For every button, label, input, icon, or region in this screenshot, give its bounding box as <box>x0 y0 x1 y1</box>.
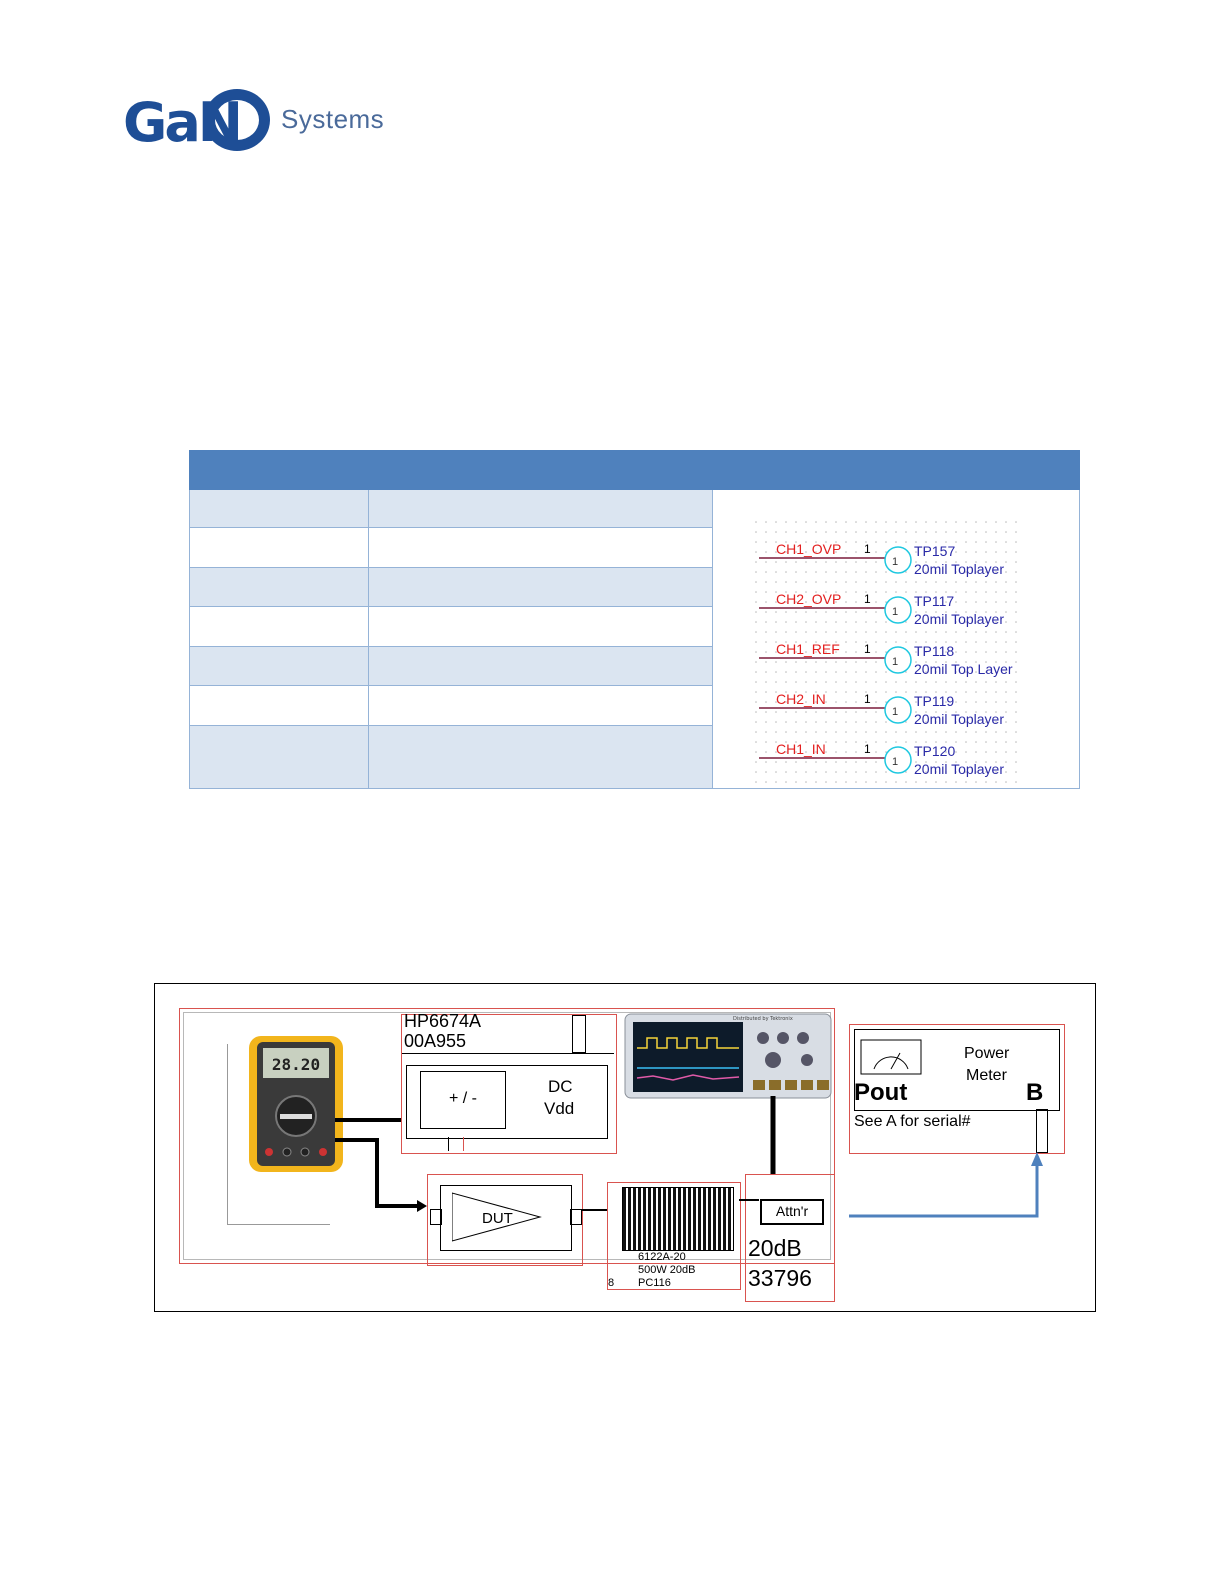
bench-frame <box>179 1008 835 1264</box>
test-point-pad <box>884 646 912 674</box>
test-point-tp118: CH1_REF 1 1 TP118 20mil Top Layer <box>759 641 1013 677</box>
supply-polarity: + / - <box>448 1090 477 1107</box>
row-label <box>190 647 369 685</box>
pad-node: 1 <box>892 606 898 618</box>
table-row <box>190 490 713 528</box>
test-point-designator: TP120 <box>914 743 955 759</box>
test-point-pad-spec: 20mil Toplayer <box>914 561 1004 577</box>
test-point-tp117: CH2_OVP 1 1 TP117 20mil Toplayer <box>759 591 1004 627</box>
test-setup-diagram: 28.20 HP6674A 00A955 + / - DC Vdd Distri… <box>154 983 1096 1312</box>
attenuator-serial: 33796 <box>748 1265 812 1291</box>
test-point-pad <box>884 746 912 774</box>
wiring <box>335 1096 1043 1218</box>
row-description <box>369 607 712 646</box>
net-label: CH1_OVP <box>776 541 841 557</box>
row-description <box>369 490 712 527</box>
net-label: CH2_IN <box>776 691 826 707</box>
dut-block: DUT <box>427 1174 583 1266</box>
pad-node: 1 <box>892 656 898 668</box>
test-point-designator: TP117 <box>914 593 954 609</box>
company-logo: GaN <box>121 86 391 156</box>
row-label <box>190 726 369 788</box>
heatsink-graphic <box>622 1187 734 1251</box>
row-description <box>369 568 712 606</box>
net-label: CH1_IN <box>776 741 826 757</box>
test-point-pad <box>884 596 912 624</box>
table-row <box>190 607 713 647</box>
row-description <box>369 647 712 685</box>
row-label <box>190 686 369 725</box>
load-pin: 8 <box>608 1277 615 1289</box>
logo-brand-text: GaN <box>123 91 240 154</box>
load-id: PC116 <box>638 1277 671 1289</box>
row-label <box>190 490 369 527</box>
pin-number: 1 <box>864 692 871 706</box>
row-label <box>190 528 369 567</box>
attenuator-value: 20dB <box>748 1235 802 1261</box>
supply-vdd-label: Vdd <box>544 1099 575 1118</box>
amplifier-icon: DUT <box>452 1192 542 1242</box>
dut-label: DUT <box>482 1210 513 1227</box>
test-point-tp157: CH1_OVP 1 1 TP157 20mil Toplayer <box>759 541 1004 577</box>
test-point-pad <box>884 696 912 724</box>
test-point-pad-spec: 20mil Toplayer <box>914 761 1004 777</box>
test-point-pad <box>884 546 912 574</box>
power-load: 6122A-20 500W 20dB PC116 8 <box>607 1182 741 1290</box>
oscilloscope-icon: Distributed by Tektronix <box>624 1013 832 1099</box>
pin-number: 1 <box>864 592 871 606</box>
table-row <box>190 647 713 686</box>
pin-number: 1 <box>864 542 871 556</box>
meter-serial-note: See A for serial# <box>854 1113 971 1130</box>
table-row <box>190 528 713 568</box>
meter-channel: B <box>1026 1079 1044 1106</box>
test-point-designator: TP119 <box>914 693 954 709</box>
test-point-designator: TP118 <box>914 643 954 659</box>
pad-node: 1 <box>892 556 898 568</box>
row-description <box>369 528 712 567</box>
multimeter-reading: 28.20 <box>272 1055 320 1074</box>
row-description <box>369 726 712 788</box>
net-label: CH2_OVP <box>776 591 841 607</box>
gauge-icon <box>860 1039 922 1075</box>
table-row <box>190 568 713 607</box>
table-row <box>190 726 713 788</box>
meter-title-1: Power <box>964 1045 1010 1062</box>
row-label <box>190 568 369 606</box>
table-row <box>190 686 713 726</box>
attenuator: Attn'r 20dB 33796 <box>745 1174 835 1302</box>
pin-number: 1 <box>864 642 871 656</box>
meter-title-2: Meter <box>966 1067 1007 1084</box>
meter-pout: Pout <box>854 1079 908 1106</box>
supply-polarity-box: + / - <box>420 1071 506 1129</box>
row-description <box>369 686 712 725</box>
attenuator-label: Attn'r <box>775 1203 809 1219</box>
test-point-pad-spec: 20mil Toplayer <box>914 611 1004 627</box>
test-point-tp120: CH1_IN 1 1 TP120 20mil Toplayer <box>759 741 1004 777</box>
net-label: CH1_REF <box>776 641 840 657</box>
power-meter: Power Meter Pout B See A for serial# <box>849 1024 1065 1154</box>
row-label <box>190 607 369 646</box>
load-model: 6122A-20 <box>638 1251 686 1263</box>
supply-dc-label: DC <box>548 1077 573 1096</box>
supply-model: HP6674A <box>404 1011 482 1031</box>
test-point-pad-spec: 20mil Toplayer <box>914 711 1004 727</box>
pad-node: 1 <box>892 706 898 718</box>
power-supply: HP6674A 00A955 + / - DC Vdd <box>401 1011 617 1154</box>
pin-number: 1 <box>864 742 871 756</box>
test-point-designator: TP157 <box>914 543 955 559</box>
multimeter-icon: 28.20 <box>249 1036 343 1172</box>
load-rating: 500W 20dB <box>638 1264 696 1276</box>
supply-serial: 00A955 <box>404 1031 467 1051</box>
table-header <box>189 450 1080 490</box>
gan-logo-mark: GaN <box>123 89 270 154</box>
test-point-pad-spec: 20mil Top Layer <box>914 661 1013 677</box>
test-point-tp119: CH2_IN 1 1 TP119 20mil Toplayer <box>759 691 1004 727</box>
pad-node: 1 <box>892 756 898 768</box>
scope-banner: Distributed by Tektronix <box>733 1016 793 1022</box>
logo-suffix: Systems <box>281 104 385 134</box>
